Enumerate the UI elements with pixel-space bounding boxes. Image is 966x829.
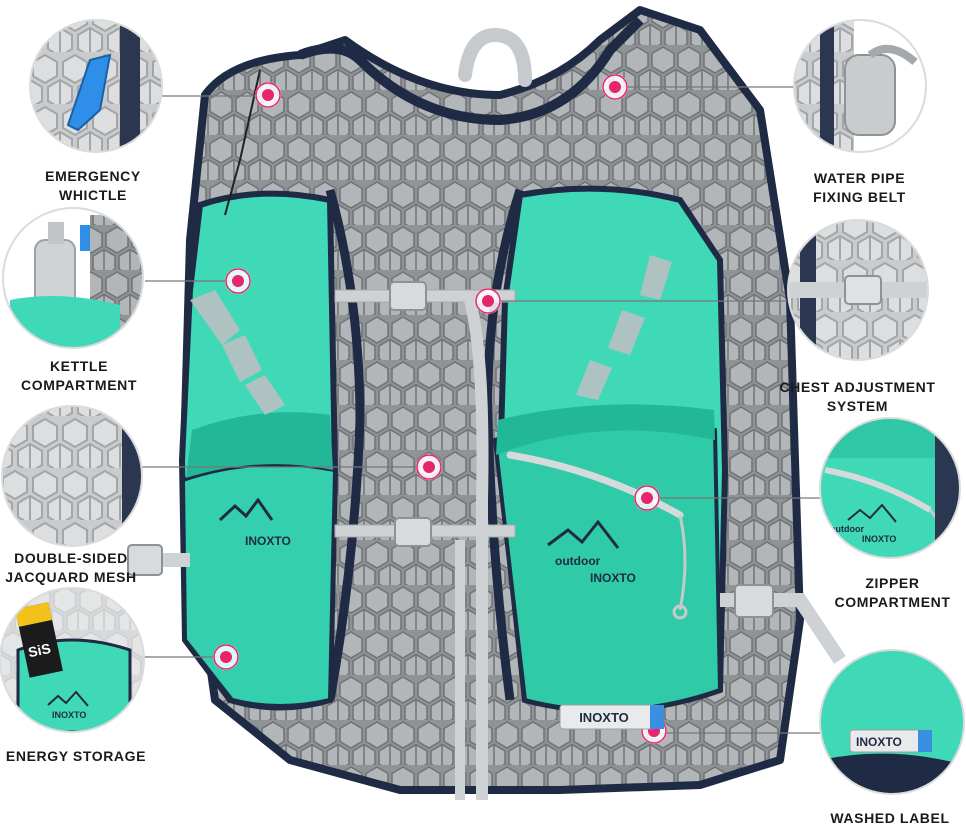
whistle-icon <box>66 53 112 132</box>
detail-circle-chest-adjustment <box>788 220 928 360</box>
washed-label-tag: INOXTO <box>559 704 664 730</box>
detail-circle-energy-storage: SiS INOXTO <box>0 588 144 732</box>
pin-water-pipe-belt <box>602 74 628 100</box>
right-pocket-logo-bottom: INOXTO <box>590 571 636 585</box>
pin-zipper-compartment <box>634 485 660 511</box>
left-pocket-logo: INOXTO <box>245 534 291 548</box>
feature-pins <box>213 74 667 744</box>
pin-chest-adjustment <box>475 288 501 314</box>
label-chest-adjustment: CHEST ADJUSTMENT SYSTEM <box>779 379 936 414</box>
zip-logo-bottom: INOXTO <box>862 534 896 544</box>
pin-kettle-compartment <box>225 268 251 294</box>
vest-body <box>127 6 846 800</box>
pin-energy-storage <box>213 644 239 670</box>
gel-text: SiS <box>27 640 52 660</box>
right-pocket-logo-top: outdoor <box>555 554 601 568</box>
detail-circle-emergency-whistle <box>30 20 162 152</box>
label-kettle-compartment: KETTLE COMPARTMENT <box>21 358 137 393</box>
detail-circle-kettle-compartment <box>3 208 143 348</box>
label-water-pipe-belt: WATER PIPE FIXING BELT <box>813 170 906 205</box>
label-energy-storage: ENERGY STORAGE <box>5 748 147 764</box>
pin-emergency-whistle <box>255 82 281 108</box>
label-emergency-whistle: EMERGENCY WHICTLE <box>45 168 141 203</box>
label-tag-text: INOXTO <box>579 710 629 725</box>
label-washed-label: WASHED LABEL <box>830 810 950 826</box>
leader-lines <box>142 86 822 734</box>
energy-logo-text: INOXTO <box>52 710 86 720</box>
label-jacquard-mesh: DOUBLE-SIDED JACQUARD MESH <box>5 550 137 585</box>
inset-tag-text: INOXTO <box>856 735 902 749</box>
zip-logo-top: outdoor <box>830 524 864 534</box>
label-zipper-compartment: ZIPPER COMPARTMENT <box>834 575 951 610</box>
pin-jacquard-mesh <box>416 454 442 480</box>
